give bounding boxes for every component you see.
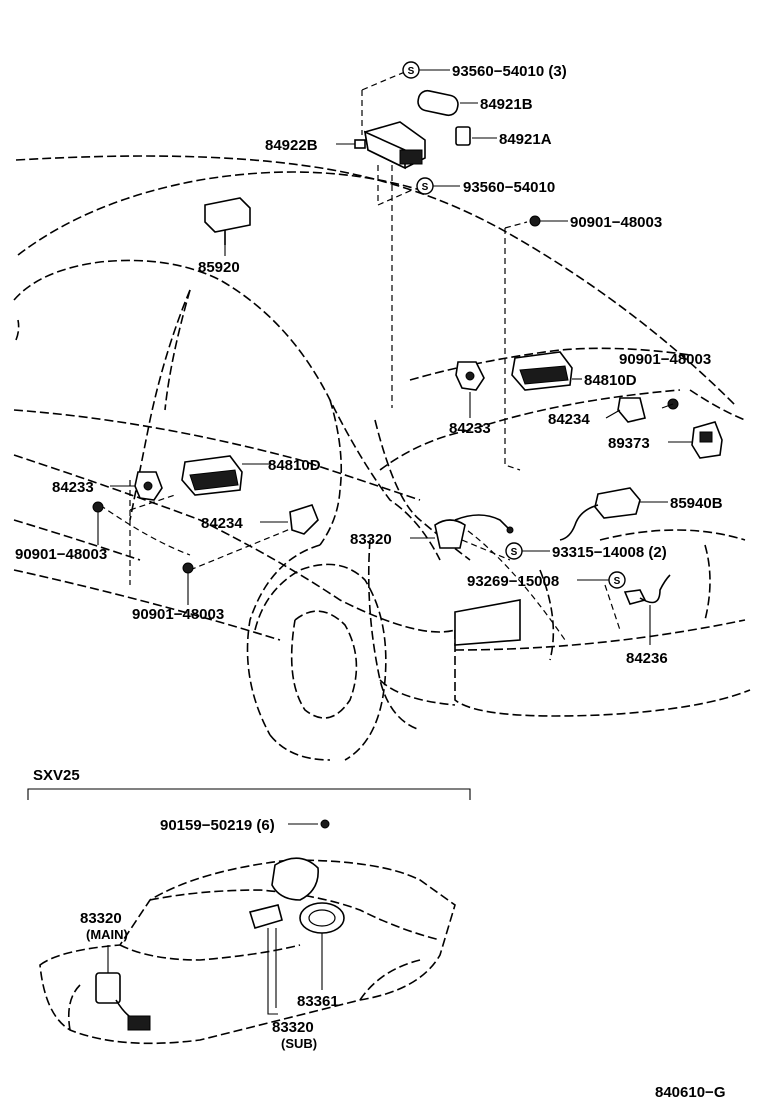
part-84233-right — [455, 361, 485, 391]
guide-line — [361, 71, 406, 91]
label-84234-right: 84234 — [548, 411, 590, 428]
screw-90901-left-a — [92, 501, 104, 513]
gasket-83361 — [299, 902, 345, 934]
label-93560-54010-3: 93560−54010 (3) — [452, 63, 567, 80]
leader-83320-sub-a — [267, 928, 278, 1015]
sxv25-inset: SXV25 90159−5 — [27, 767, 471, 1051]
guide-line — [504, 228, 521, 471]
screw-90901-right — [661, 398, 679, 410]
main-sender-unit — [95, 972, 151, 1031]
part-84921a-clip — [455, 126, 471, 146]
s-marker: S — [608, 571, 626, 589]
label-84810d-left: 84810D — [268, 457, 321, 474]
tail-lamp — [454, 599, 521, 646]
label-90901-48003-left-b: 90901−48003 — [132, 606, 224, 623]
part-84810d-left — [181, 455, 243, 496]
label-84922b: 84922B — [265, 137, 318, 154]
s-marker-label: S — [408, 66, 415, 77]
s-marker: S — [416, 177, 434, 195]
screw-90901-left-b — [182, 562, 194, 574]
part-84234-right — [617, 397, 646, 423]
part-85920-unit — [204, 197, 251, 245]
guide-line — [129, 494, 176, 511]
label-84921b: 84921B — [480, 96, 533, 113]
label-90901-48003-right: 90901−48003 — [619, 351, 711, 368]
guide-line — [99, 504, 191, 556]
label-85920: 85920 — [198, 259, 240, 276]
guide-line — [459, 524, 566, 641]
s-marker: S — [505, 542, 523, 560]
label-83320-sub: 83320 — [272, 1019, 314, 1036]
label-83320: 83320 — [350, 531, 392, 548]
sub-cover-plate — [271, 857, 319, 901]
label-83320-main: 83320 — [80, 910, 122, 927]
screw-90901-top — [529, 215, 541, 227]
label-90901-48003-left-a: 90901−48003 — [15, 546, 107, 563]
figure-code: 840610−G — [655, 1084, 725, 1101]
part-83320-sender — [434, 514, 514, 549]
label-84810d-right: 84810D — [584, 372, 637, 389]
label-sub-note: (SUB) — [281, 1036, 317, 1051]
label-84233-right: 84233 — [449, 420, 491, 437]
part-84922b-switch — [354, 121, 426, 170]
part-84233-left — [134, 471, 163, 501]
guide-line — [461, 539, 511, 561]
guide-line — [377, 189, 413, 206]
label-84921a: 84921A — [499, 131, 552, 148]
label-main-note: (MAIN) — [86, 927, 128, 942]
part-84236-switch — [623, 574, 671, 605]
label-84236: 84236 — [626, 650, 668, 667]
label-93315-14008: 93315−14008 (2) — [552, 544, 667, 561]
fuel-tank — [39, 859, 456, 1045]
label-93269-15008: 93269−15008 — [467, 573, 559, 590]
label-93560-54010: 93560−54010 — [463, 179, 555, 196]
part-84234-left — [289, 504, 319, 535]
part-85940b-module — [559, 487, 641, 541]
label-83361: 83361 — [297, 993, 339, 1010]
label-90159-50219: 90159−50219 (6) — [160, 817, 275, 834]
s-marker: S — [402, 61, 420, 79]
screw-90159 — [320, 819, 330, 829]
guide-line — [504, 221, 528, 229]
label-84233-left: 84233 — [52, 479, 94, 496]
label-85940b: 85940B — [670, 495, 723, 512]
sxv25-title: SXV25 — [33, 767, 80, 784]
leader-lines — [97, 69, 692, 645]
s-marker-label: S — [422, 182, 429, 193]
s-marker-label: S — [511, 547, 518, 558]
label-84234-left: 84234 — [201, 515, 243, 532]
guide-line — [604, 584, 621, 631]
part-84921b-lens — [417, 89, 459, 117]
label-89373: 89373 — [608, 435, 650, 452]
part-84810d-right — [511, 351, 573, 391]
car-body-outline — [13, 155, 751, 761]
sxv25-bracket — [27, 788, 471, 800]
part-89373-sensor — [691, 421, 723, 459]
sub-sender-unit — [248, 904, 283, 929]
s-marker-label: S — [614, 576, 621, 587]
label-90901-48003-top: 90901−48003 — [570, 214, 662, 231]
